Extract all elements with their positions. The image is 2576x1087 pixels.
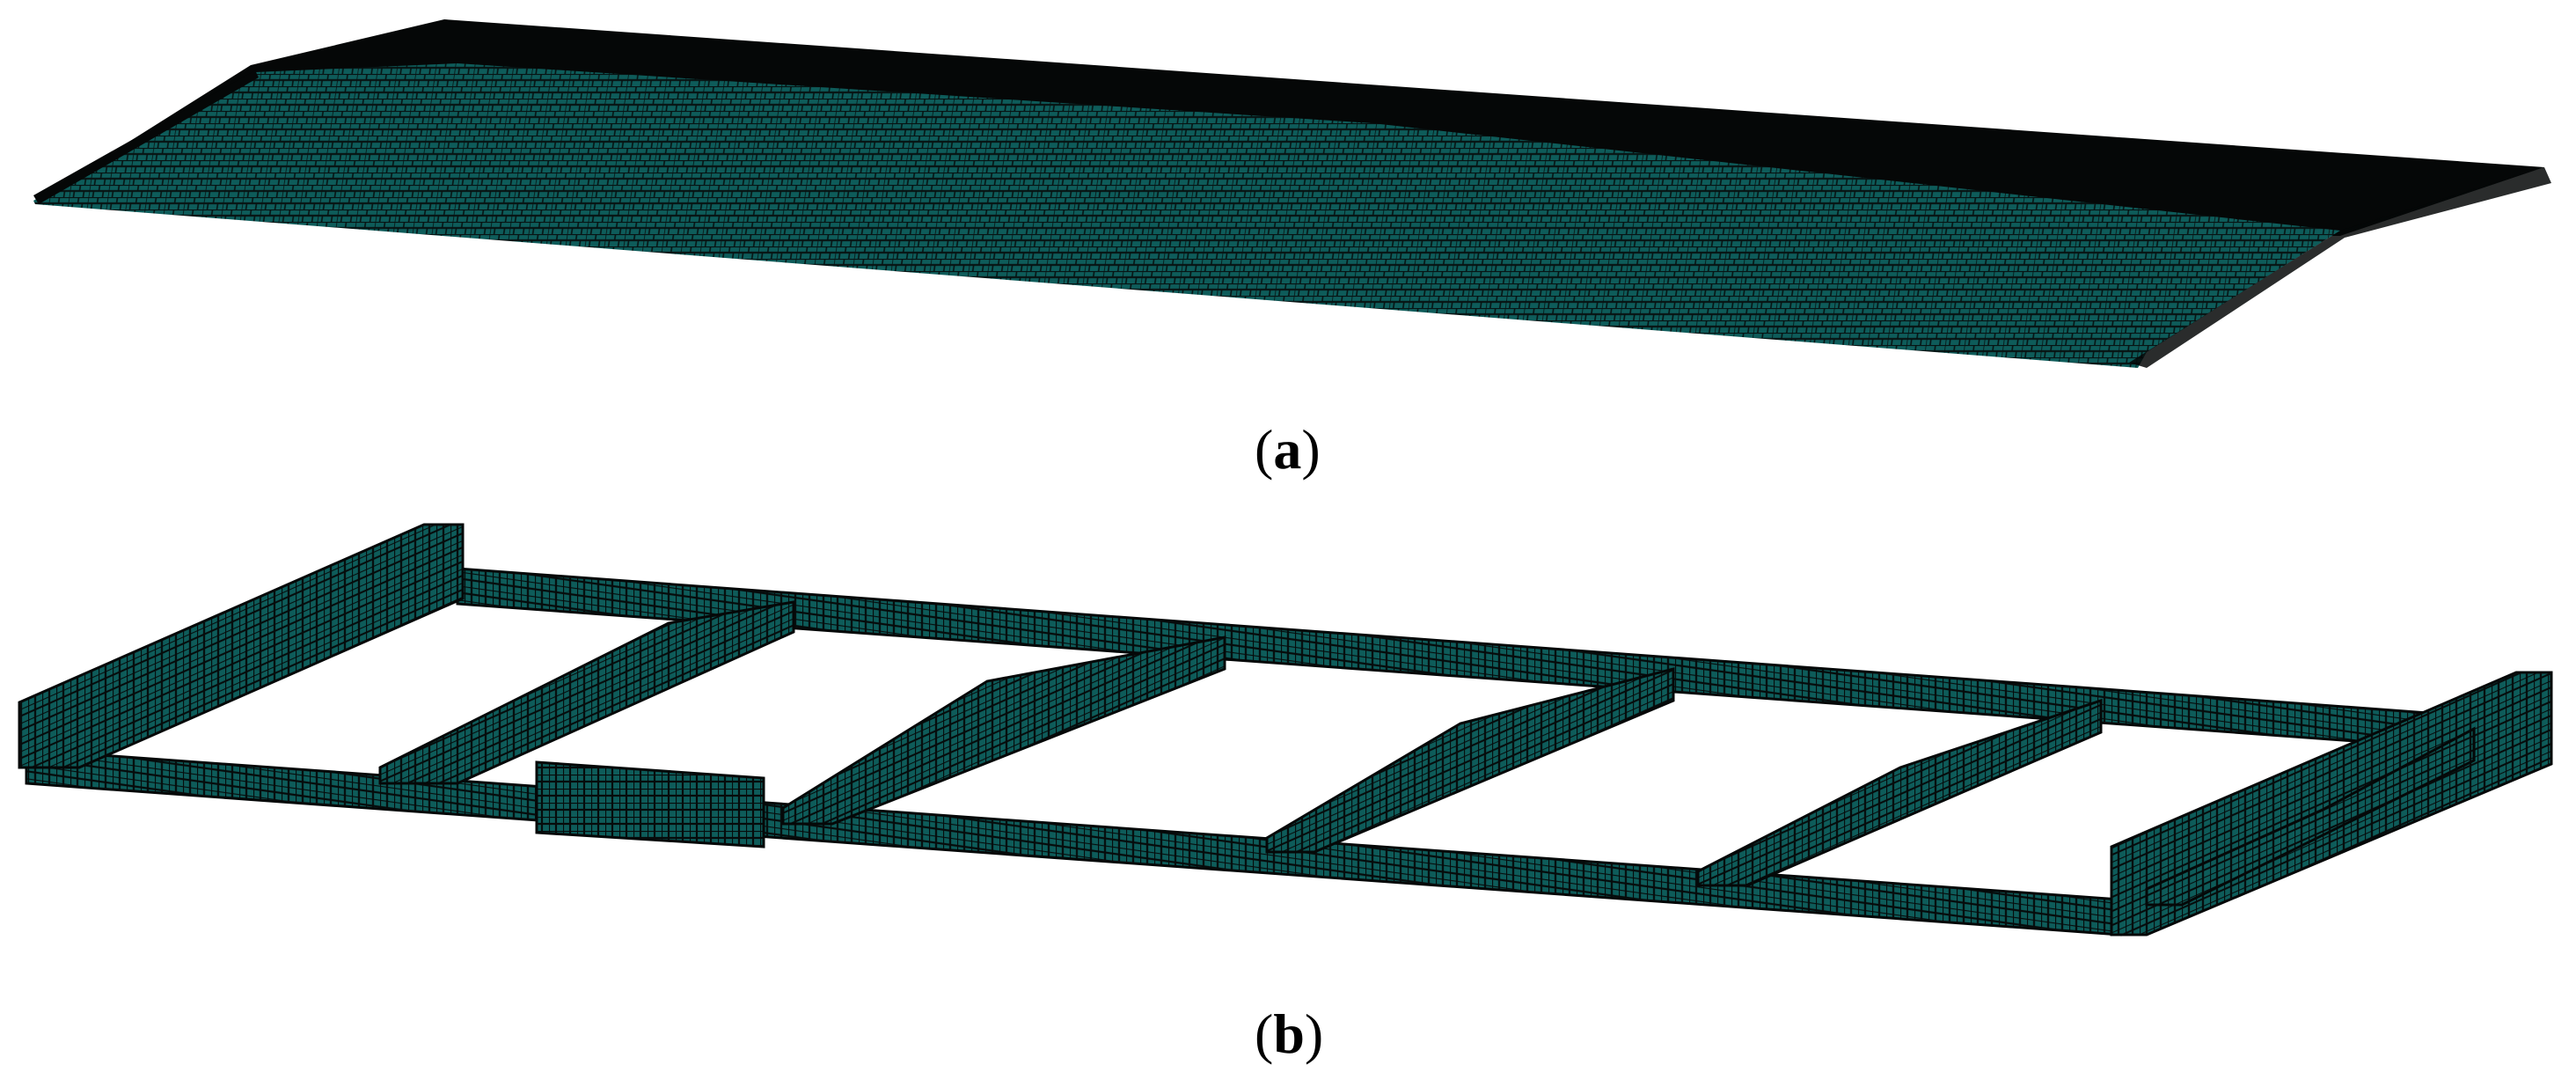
panel-a-label: (a) bbox=[1255, 418, 1321, 481]
frame-cross-member-1 bbox=[378, 600, 795, 785]
plate-right-edge bbox=[2129, 167, 2551, 368]
panel-b-frame bbox=[18, 523, 2553, 936]
frame-cross-member-4 bbox=[1696, 698, 2103, 887]
frame-cross-member-5 bbox=[2145, 726, 2476, 907]
frame-raised-block bbox=[535, 760, 765, 848]
frame-cross-member-3 bbox=[1265, 667, 1675, 854]
plate-mesh-surface bbox=[33, 63, 2340, 368]
frame-cross-member-2 bbox=[781, 635, 1226, 826]
panel-a-plate bbox=[33, 19, 2551, 368]
frame-back-beam bbox=[456, 567, 2430, 748]
panel-b-label: (b) bbox=[1255, 1003, 1323, 1065]
frame-left-end-wall bbox=[18, 523, 465, 769]
plate-front-edge bbox=[33, 70, 259, 204]
